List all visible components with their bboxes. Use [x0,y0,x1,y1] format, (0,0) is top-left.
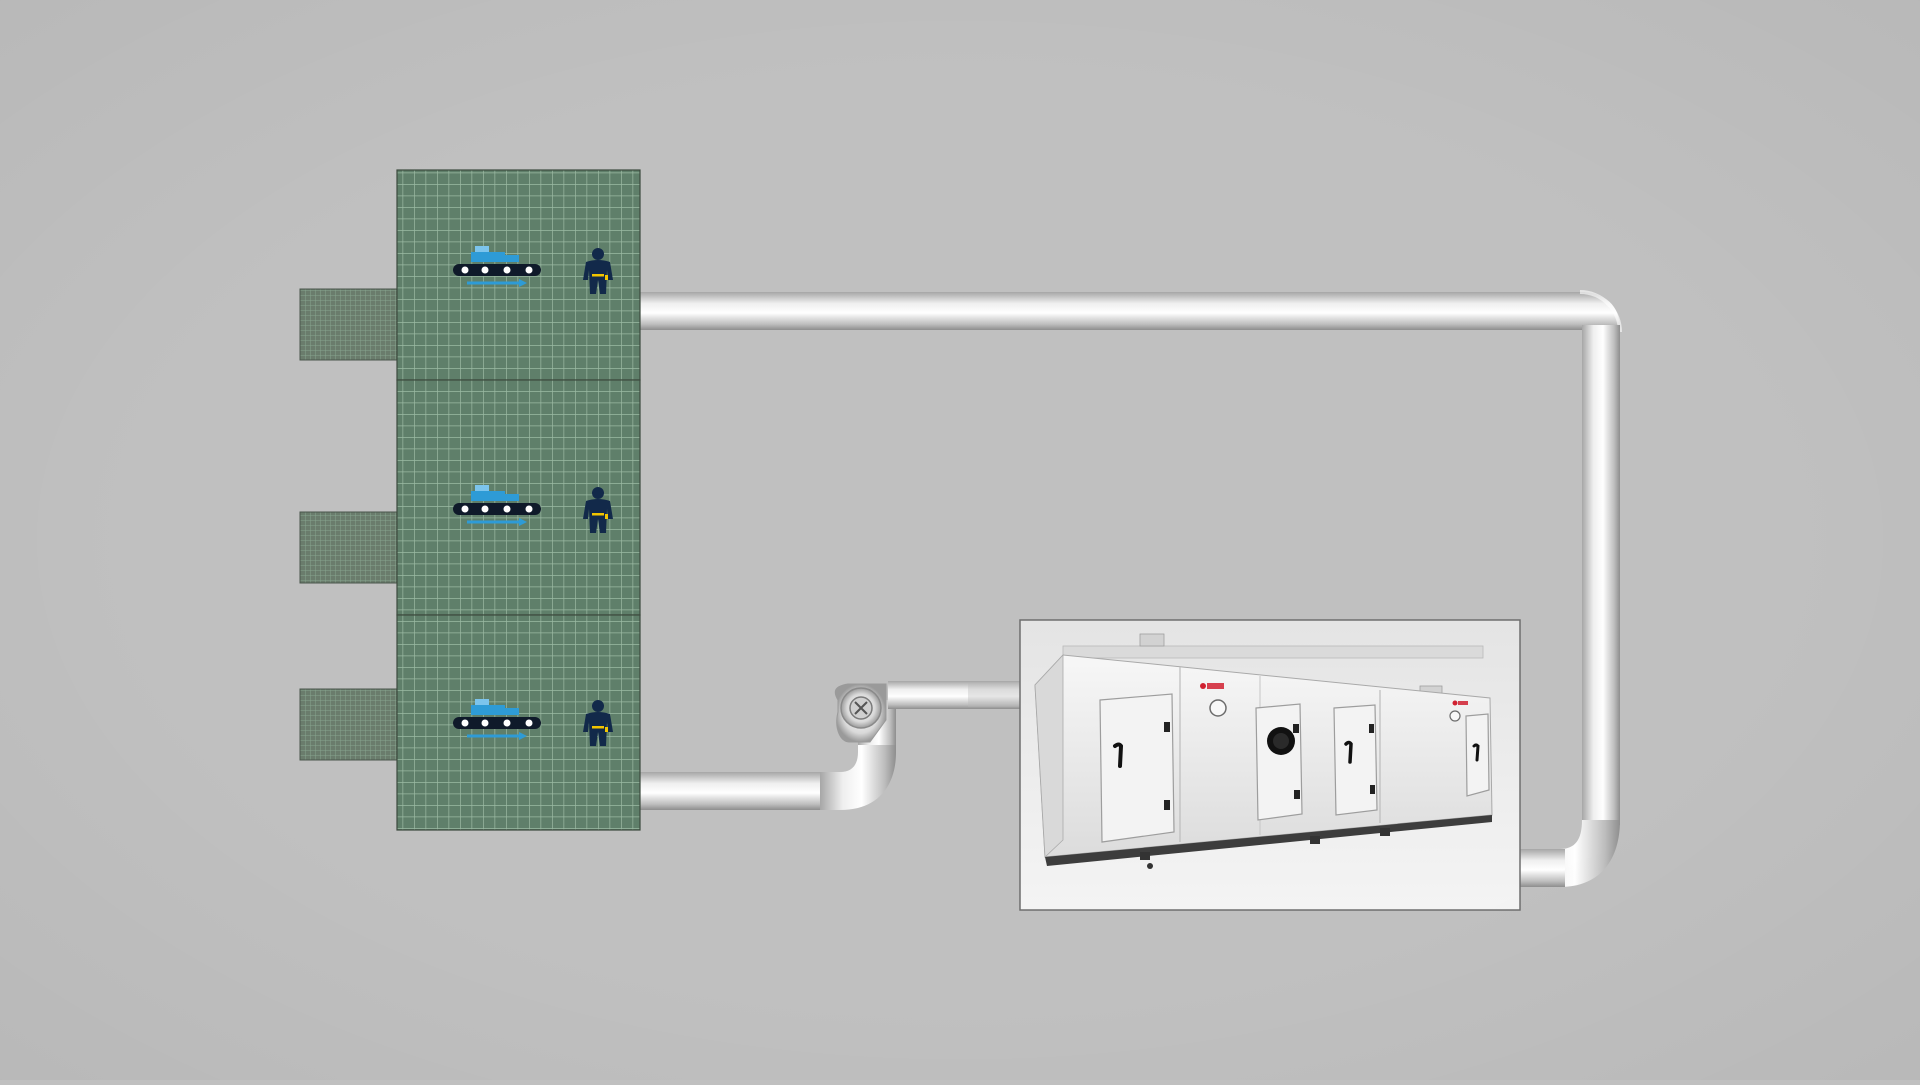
room-annex [300,689,398,760]
supply-duct [640,681,1023,810]
ahu-door [1466,714,1489,796]
air-handling-unit-photo [1020,620,1520,910]
ahu-door [1100,694,1174,842]
ahu-door [1256,704,1302,820]
room-annex [300,512,398,583]
ahu-door [1334,705,1377,815]
room-annex [300,289,398,360]
production-room-1 [300,170,640,380]
production-room-2 [300,380,640,615]
production-room-3 [300,615,640,830]
